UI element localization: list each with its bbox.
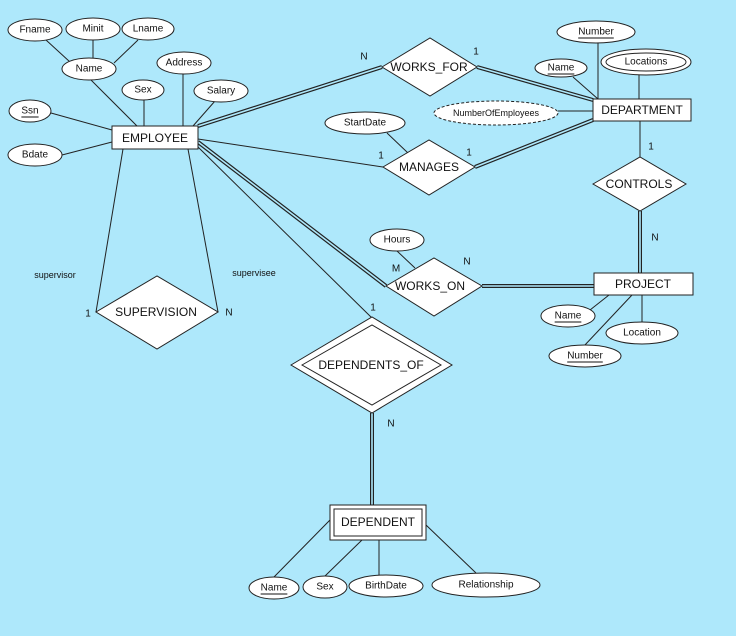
entity-label: DEPENDENT xyxy=(341,515,416,529)
attr-dept-name-key[interactable]: Name xyxy=(534,58,588,78)
entity-label: PROJECT xyxy=(615,277,672,291)
attribute-label: StartDate xyxy=(344,118,387,129)
attribute-label: Lname xyxy=(133,24,164,35)
attr-locations-multivalued[interactable]: Locations xyxy=(600,48,692,76)
attribute-label: Sex xyxy=(134,85,151,96)
cardinality: 1 xyxy=(466,148,472,159)
attr-dependent-name-partial-key[interactable]: Name xyxy=(248,576,300,600)
attribute-label: Ssn xyxy=(21,106,38,117)
relationship-label: SUPERVISION xyxy=(115,305,197,319)
attr-project-location[interactable]: Location xyxy=(605,321,679,345)
cardinality: 1 xyxy=(378,151,384,162)
attributes: Fname Minit Lname Name Address Sex Salar… xyxy=(7,17,692,600)
attr-salary[interactable]: Salary xyxy=(193,79,249,103)
entity-label: DEPARTMENT xyxy=(601,103,683,117)
attribute-label: Location xyxy=(623,328,661,339)
cardinality: N xyxy=(225,308,232,319)
attr-ssn-key[interactable]: Ssn xyxy=(8,99,52,123)
role-supervisee: supervisee xyxy=(232,268,276,278)
role-supervisor: supervisor xyxy=(34,270,76,280)
attribute-label: Locations xyxy=(625,57,668,68)
attribute-label: Hours xyxy=(384,235,411,246)
attribute-label: Name xyxy=(548,63,575,74)
relationship-supervision[interactable]: SUPERVISION xyxy=(95,275,219,350)
relationship-works-for[interactable]: WORKS_FOR xyxy=(381,37,478,97)
relationship-label: WORKS_FOR xyxy=(390,60,468,74)
attr-hours[interactable]: Hours xyxy=(369,228,425,252)
cardinality: N xyxy=(463,257,470,268)
attr-dependent-sex[interactable]: Sex xyxy=(302,575,348,599)
attr-lname[interactable]: Lname xyxy=(121,17,175,41)
entity-employee[interactable]: EMPLOYEE xyxy=(111,125,199,150)
attribute-label: Bdate xyxy=(22,150,49,161)
attribute-label: Relationship xyxy=(458,580,513,591)
attribute-label: BirthDate xyxy=(365,581,407,592)
attribute-label: Address xyxy=(166,58,203,69)
attr-relationship[interactable]: Relationship xyxy=(431,572,541,598)
entity-department[interactable]: DEPARTMENT xyxy=(592,98,692,122)
relationship-label: DEPENDENTS_OF xyxy=(318,358,423,372)
relationship-manages[interactable]: MANAGES xyxy=(382,139,476,196)
attribute-label: Name xyxy=(555,311,582,322)
cardinality: 1 xyxy=(648,142,654,153)
attr-address[interactable]: Address xyxy=(156,51,212,75)
attribute-label: Name xyxy=(76,64,103,75)
entity-label: EMPLOYEE xyxy=(122,131,188,145)
attribute-label: Salary xyxy=(207,86,235,97)
cardinality: N xyxy=(651,233,658,244)
attribute-label: Name xyxy=(261,583,288,594)
attribute-label: Fname xyxy=(19,25,51,36)
identifying-relationship-dependents-of[interactable]: DEPENDENTS_OF xyxy=(290,316,453,414)
attr-project-number-key[interactable]: Number xyxy=(548,344,622,368)
attr-startdate[interactable]: StartDate xyxy=(324,111,406,135)
relationship-label: CONTROLS xyxy=(606,177,673,191)
attr-birthdate[interactable]: BirthDate xyxy=(348,574,424,598)
cardinality: 1 xyxy=(370,303,376,314)
cardinality: N xyxy=(360,52,367,63)
attr-sex[interactable]: Sex xyxy=(121,79,165,101)
cardinality-labels: N 1 1 1 1 N M N 1 N 1 N supervisor super… xyxy=(34,47,658,430)
attribute-label: Number xyxy=(567,351,603,362)
attr-bdate[interactable]: Bdate xyxy=(7,143,63,167)
relationship-controls[interactable]: CONTROLS xyxy=(591,156,687,212)
connectors xyxy=(45,39,643,578)
relationship-label: MANAGES xyxy=(399,160,459,174)
relationship-works-on[interactable]: WORKS_ON xyxy=(385,257,483,317)
cardinality: M xyxy=(392,264,400,275)
cardinality: 1 xyxy=(85,309,91,320)
attr-minit[interactable]: Minit xyxy=(65,17,121,41)
attribute-label: Minit xyxy=(82,24,103,35)
attribute-label: Number xyxy=(578,27,614,38)
attr-fname[interactable]: Fname xyxy=(7,18,63,42)
attr-name[interactable]: Name xyxy=(61,57,117,81)
relationship-label: WORKS_ON xyxy=(395,279,465,293)
cardinality: N xyxy=(387,419,394,430)
attr-dept-number-key[interactable]: Number xyxy=(556,20,636,44)
weak-entity-dependent[interactable]: DEPENDENT xyxy=(329,504,427,541)
attribute-label: Sex xyxy=(316,582,333,593)
attr-numberofemployees-derived[interactable]: NumberOfEmployees xyxy=(433,100,559,126)
entity-project[interactable]: PROJECT xyxy=(593,272,694,296)
cardinality: 1 xyxy=(473,47,479,58)
attribute-label: NumberOfEmployees xyxy=(453,108,540,118)
attr-project-name-key[interactable]: Name xyxy=(540,304,596,328)
